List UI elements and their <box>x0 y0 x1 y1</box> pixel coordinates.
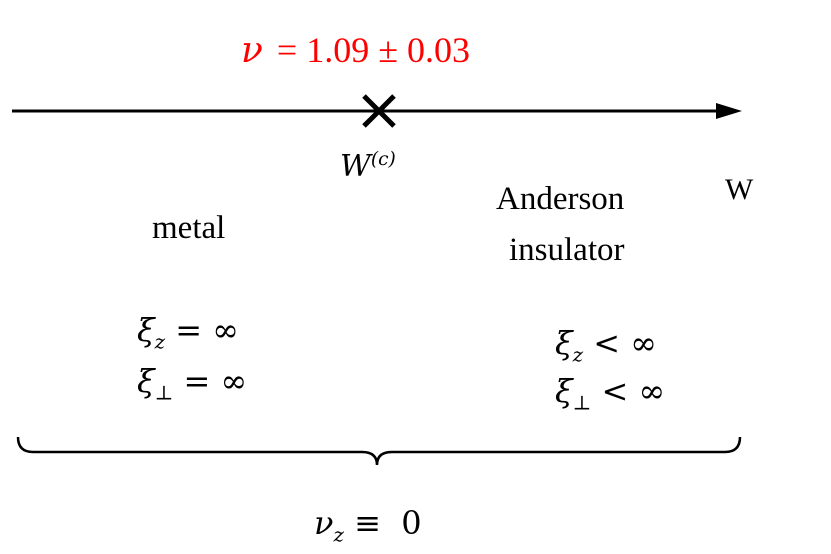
axis-label-w: W <box>725 173 754 206</box>
critical-point-superscript: (c) <box>370 149 396 170</box>
critical-point-symbol: W <box>340 149 371 184</box>
w-axis-arrowhead <box>716 103 742 119</box>
metal-xi-perp-relation: = ∞ <box>173 362 248 400</box>
metal-xi-perp: ξ⊥ = ∞ <box>137 362 248 403</box>
metal-label: metal <box>152 210 226 246</box>
critical-point-marker <box>362 94 396 128</box>
winding-sub: z <box>333 523 344 547</box>
critical-exponent: ν = 1.09 ± 0.03 <box>241 32 470 69</box>
winding-symbol: ν <box>314 504 334 542</box>
nu-value: = 1.09 ± 0.03 <box>276 30 470 70</box>
winding-relation: ≡ 0 <box>343 504 422 542</box>
metal-xi-z-relation: = ∞ <box>165 311 239 349</box>
anderson-label-line1: Anderson <box>496 181 625 217</box>
insulator-xi-z-symbol: ξ <box>555 324 573 362</box>
insulator-xi-perp-symbol: ξ <box>555 372 573 410</box>
insulator-xi-perp-sub: ⊥ <box>572 391 592 415</box>
insulator-xi-z-relation: < ∞ <box>583 324 657 362</box>
metal-xi-z-symbol: ξ <box>137 311 155 349</box>
insulator-xi-perp-relation: < ∞ <box>591 372 666 410</box>
metal-xi-perp-sub: ⊥ <box>154 381 174 405</box>
anderson-label-line2: insulator <box>509 232 625 268</box>
nu-symbol: ν <box>241 30 263 71</box>
critical-point-label: W(c) <box>340 149 396 184</box>
metal-xi-perp-symbol: ξ <box>137 362 155 400</box>
insulator-xi-z-sub: z <box>572 343 584 367</box>
winding-number: νz ≡ 0 <box>314 504 422 545</box>
metal-xi-z-sub: z <box>154 330 166 354</box>
metal-xi-z: ξz = ∞ <box>137 311 239 352</box>
curly-brace <box>16 436 742 466</box>
insulator-xi-perp: ξ⊥ < ∞ <box>555 372 666 413</box>
insulator-xi-z: ξz < ∞ <box>555 324 657 365</box>
